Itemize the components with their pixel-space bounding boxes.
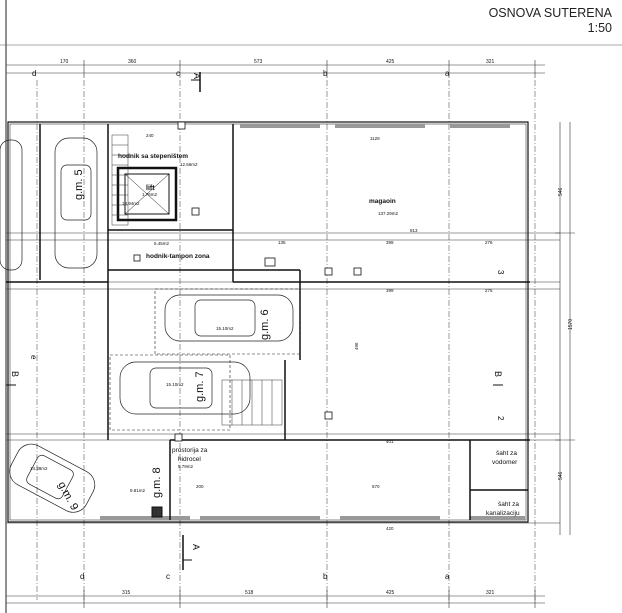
section-label-a-top: A: [192, 73, 202, 79]
dim-int-11: 420: [386, 526, 394, 531]
room-area-hydro: 5.79m2: [178, 464, 194, 469]
room-label-buffer-zone: hodnik-tampon zona: [146, 253, 210, 260]
room-label-water-shaft-2: vodomer: [492, 459, 518, 466]
dimension-line-right: [555, 122, 575, 535]
dim-right-3: 546: [558, 471, 564, 480]
axis-top-c: c: [176, 69, 180, 78]
dimension-line-bottom: [6, 590, 545, 608]
car-gm6: [164, 294, 294, 342]
dim-right-1: 546: [558, 187, 564, 196]
stairs-upper: [111, 134, 129, 226]
parking-label-gm6: g.m. 6: [259, 309, 271, 340]
parking-area-gm6: 15.10m2: [216, 326, 234, 331]
dimension-line-top: [6, 60, 545, 78]
room-label-hydro-1: prostorija za: [172, 447, 208, 454]
grid-axes-vertical: [36, 80, 536, 600]
section-label-a-bottom: A: [191, 544, 201, 550]
section-marker-a-bottom: [182, 535, 192, 570]
dim-bottom-4: 321: [486, 590, 495, 596]
room-label-sewer-shaft-1: šaht za: [498, 501, 519, 508]
stairs-lower: [221, 379, 283, 426]
axis-left-e: e: [29, 355, 38, 360]
axis-right-3: 3: [496, 270, 505, 275]
room-label-hallway-stairs: hodnik sa stepeništem: [118, 153, 188, 160]
axis-bottom-a: a: [445, 572, 450, 581]
room-label-sewer-shaft-2: kanalizaciju: [486, 510, 520, 517]
dim-int-10: 570: [372, 484, 380, 489]
dim-int-2: 240: [146, 133, 154, 138]
dim-bottom-2: 518: [245, 590, 254, 596]
columns: [133, 121, 362, 442]
parking-outlines: [109, 288, 301, 431]
parking-label-gm5: g.m. 5: [73, 169, 85, 200]
parking-label-gm9: g.m. 9: [55, 480, 80, 513]
dim-int-12: 496: [354, 342, 359, 350]
dim-top-1: 170: [60, 59, 69, 65]
section-label-b-right: B: [493, 371, 503, 377]
parking-label-gm7: g.m. 7: [194, 371, 206, 402]
dim-int-3: 813: [410, 228, 418, 233]
dim-int-7: 399: [386, 288, 394, 293]
parking-area-gm8: 9.81m2: [130, 488, 146, 493]
dim-int-5: 276: [485, 240, 493, 245]
lift-area: 1.76m2: [142, 192, 158, 197]
room-area-hallway-stairs: 12.56m2: [180, 162, 198, 167]
parking-area-gm9: 14.39m2: [30, 466, 48, 471]
parking-label-gm8: g.m. 8: [151, 467, 163, 498]
room-label-water-shaft-1: šaht za: [496, 450, 517, 457]
car-left-edge: [0, 139, 23, 271]
parking-area-gm7: 15.10m2: [166, 382, 184, 387]
dim-int-8: 275: [485, 288, 493, 293]
axis-top-d: d: [32, 69, 36, 78]
drawing-scale: 1:50: [587, 21, 612, 35]
drawing-title: OSNOVA SUTERENA: [488, 6, 612, 20]
lift-sub-area: 18.94m2: [122, 201, 140, 206]
dim-bottom-3: 425: [386, 590, 395, 596]
room-label-storage: magaoin: [369, 198, 396, 205]
dim-top-5: 321: [486, 59, 495, 65]
section-marker-a-top: A: [191, 72, 202, 92]
axis-right-2: 2: [496, 416, 505, 421]
interior-walls: [6, 124, 530, 520]
dim-bottom-1: 315: [122, 590, 131, 596]
car-gm7: [119, 361, 251, 415]
lift-label: lift: [146, 185, 155, 192]
dim-top-4: 425: [386, 59, 395, 65]
dim-int-9: 401: [386, 439, 394, 444]
lift-shaft: [116, 166, 178, 222]
axis-bottom-c: c: [166, 572, 170, 581]
dim-int-13: 200: [196, 484, 204, 489]
room-area-buffer-zone: 5.45m2: [154, 241, 170, 246]
car-gm9: [9, 443, 96, 513]
section-label-b-left: B: [10, 371, 20, 377]
dim-int-4: 399: [386, 240, 394, 245]
dim-top-3: 573: [254, 59, 263, 65]
column-dark: [151, 506, 163, 518]
dim-right-2: 1570: [568, 319, 574, 330]
room-area-storage: 137.29m2: [378, 211, 399, 216]
axis-bottom-d: d: [80, 572, 84, 581]
axis-top-b: b: [323, 69, 328, 78]
dim-top-2: 360: [128, 59, 137, 65]
grid-axes-horizontal: [6, 232, 560, 524]
axis-top-a: a: [445, 69, 450, 78]
car-gm5: [54, 137, 98, 269]
axis-bottom-b: b: [323, 572, 328, 581]
dim-int-6: 135: [278, 240, 286, 245]
dim-int-1: 1129: [370, 136, 380, 141]
building-walls: [7, 121, 529, 523]
room-label-hydro-2: hidrocel: [178, 456, 201, 463]
